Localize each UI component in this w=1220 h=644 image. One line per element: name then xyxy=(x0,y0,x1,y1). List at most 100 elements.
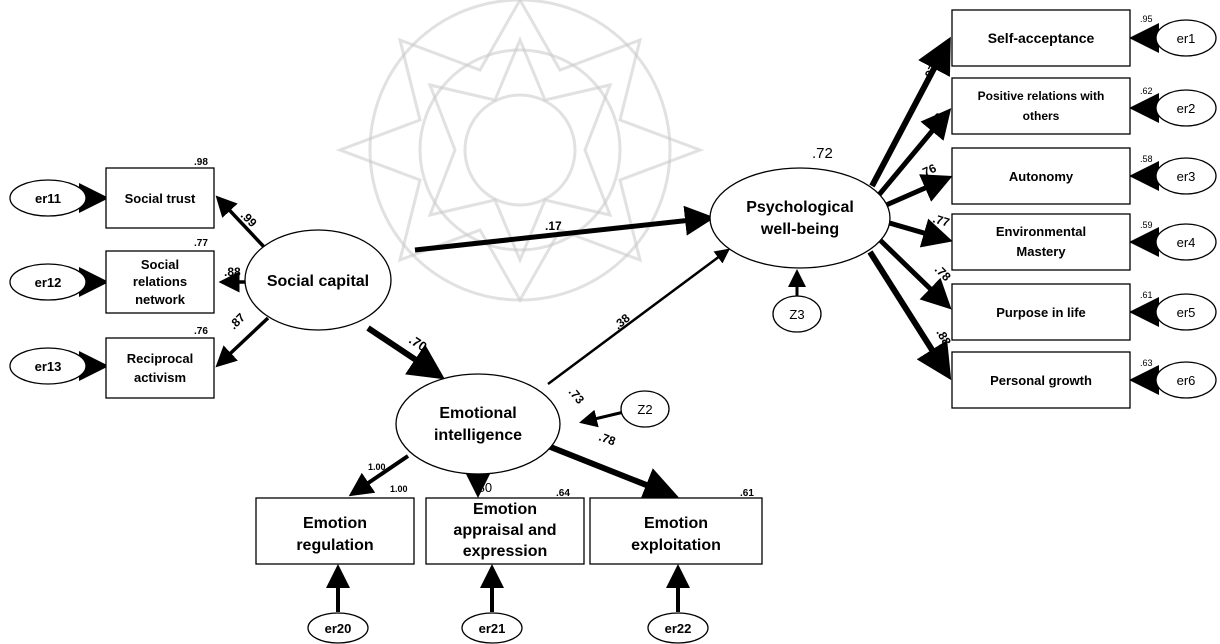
r2-appraisal: .64 xyxy=(556,488,570,499)
svg-text:er6: er6 xyxy=(1177,373,1196,388)
svg-text:Self-acceptance: Self-acceptance xyxy=(988,30,1095,46)
svg-text:er11: er11 xyxy=(35,191,61,206)
svg-text:er2: er2 xyxy=(1177,101,1196,116)
latent-emotional-intelligence: Emotional intelligence xyxy=(395,373,561,475)
coef-sc-to-ei: .70 xyxy=(406,332,429,354)
indicator-personal-growth: Personal growth xyxy=(951,351,1131,409)
ei-loadings xyxy=(348,443,680,502)
path-ei-to-regulation xyxy=(348,454,410,497)
path-sc-to-pwb xyxy=(414,205,715,253)
error-er20: er20 xyxy=(307,612,369,644)
indicator-emotion-regulation: Emotion regulation xyxy=(255,497,415,565)
disturbance-z2: Z2 xyxy=(620,390,670,428)
r2-social-trust: .98 xyxy=(194,157,208,168)
path-sc-to-ra xyxy=(215,316,270,368)
indicator-reciprocal-activism: Reciprocal activism xyxy=(105,337,215,399)
error-er1: er1 xyxy=(1155,19,1217,57)
error-er4: er4 xyxy=(1155,223,1217,261)
svg-text:well-being: well-being xyxy=(760,221,839,238)
indicator-social-relations-network: Social relations network xyxy=(105,250,215,314)
coef-ei-regulation: 1.00 xyxy=(368,462,386,472)
error-er11: er11 xyxy=(9,179,87,217)
path-ei-to-pwb xyxy=(547,248,731,386)
path-pwb-to-personal-growth xyxy=(867,250,952,381)
svg-text:Social capital: Social capital xyxy=(267,273,369,290)
r2-regulation: 1.00 xyxy=(390,484,408,494)
svg-text:network: network xyxy=(135,292,186,307)
coef-pwb-autonomy: .76 xyxy=(917,161,938,181)
indicator-purpose-in-life: Purpose in life xyxy=(951,283,1131,341)
error-er22: er22 xyxy=(647,612,709,644)
social-capital-loadings xyxy=(215,195,270,368)
indicator-autonomy: Autonomy xyxy=(951,147,1131,205)
svg-text:Social trust: Social trust xyxy=(125,191,196,206)
structural-paths xyxy=(366,205,731,386)
error-er2: er2 xyxy=(1155,89,1217,127)
svg-text:er1: er1 xyxy=(1177,31,1196,46)
error-er5: er5 xyxy=(1155,293,1217,331)
coef-sc-to-srn: .88 xyxy=(224,265,241,279)
svg-text:er4: er4 xyxy=(1177,235,1196,250)
r-squared-labels: .72 .73 .98 .77 .76 .95 .62 .58 .59 .61 … xyxy=(194,14,1153,499)
svg-text:Z3: Z3 xyxy=(789,307,804,322)
svg-text:er20: er20 xyxy=(325,621,352,636)
coef-pwb-positive-relations: .79 xyxy=(925,110,947,132)
disturbance-z3: Z3 xyxy=(772,295,822,333)
coef-sc-to-pwb: .17 xyxy=(545,219,562,233)
indicator-positive-relations: Positive relations with others xyxy=(951,77,1131,135)
svg-text:er3: er3 xyxy=(1177,169,1196,184)
svg-text:Reciprocal: Reciprocal xyxy=(127,351,193,366)
svg-text:Emotion: Emotion xyxy=(473,501,537,518)
r2-pwb: .72 xyxy=(812,145,833,162)
coef-pwb-env-mastery: .77 xyxy=(931,211,951,229)
r2-autonomy: .58 xyxy=(1140,154,1153,164)
coef-pwb-personal-growth: .88 xyxy=(933,327,954,349)
path-sc-to-ei xyxy=(366,325,445,380)
error-er12: er12 xyxy=(9,263,87,301)
error-arrows xyxy=(79,23,1159,612)
svg-text:er22: er22 xyxy=(665,621,692,636)
svg-text:intelligence: intelligence xyxy=(434,427,522,444)
svg-text:Emotion: Emotion xyxy=(644,515,708,532)
svg-text:activism: activism xyxy=(134,370,186,385)
indicator-social-trust: Social trust xyxy=(105,167,215,229)
path-pwb-to-env-mastery xyxy=(885,218,953,248)
indicator-emotion-appraisal: Emotion appraisal and expression xyxy=(425,497,585,565)
r2-exploitation: .61 xyxy=(740,488,754,499)
indicator-self-acceptance: Self-acceptance xyxy=(951,9,1131,67)
svg-text:regulation: regulation xyxy=(296,537,373,554)
r2-personal-growth: .63 xyxy=(1140,358,1153,368)
svg-text:relations: relations xyxy=(133,274,187,289)
path-pwb-to-positive-relations xyxy=(876,108,952,198)
svg-text:Social: Social xyxy=(141,257,179,272)
svg-text:Environmental: Environmental xyxy=(996,224,1086,239)
coef-ei-exploitation: .78 xyxy=(597,430,618,449)
svg-text:Psychological: Psychological xyxy=(746,199,854,216)
svg-text:Positive relations with: Positive relations with xyxy=(978,89,1105,103)
error-er21: er21 xyxy=(461,612,523,644)
svg-text:Purpose in life: Purpose in life xyxy=(996,305,1086,320)
latent-social-capital: Social capital xyxy=(244,229,392,331)
error-er6: er6 xyxy=(1155,361,1217,399)
svg-text:Emotional: Emotional xyxy=(439,405,516,422)
r2-self-acceptance: .95 xyxy=(1140,14,1153,24)
path-pwb-to-self-acceptance xyxy=(869,36,951,188)
path-ei-to-exploitation xyxy=(546,443,680,502)
r2-srn: .77 xyxy=(194,238,208,249)
svg-text:Emotion: Emotion xyxy=(303,515,367,532)
svg-text:er12: er12 xyxy=(35,275,62,290)
svg-text:er13: er13 xyxy=(35,359,62,374)
svg-text:exploitation: exploitation xyxy=(631,537,721,554)
path-sc-to-social-trust xyxy=(215,195,267,250)
svg-text:Autonomy: Autonomy xyxy=(1009,169,1074,184)
error-er3: er3 xyxy=(1155,157,1217,195)
coef-pwb-purpose: .78 xyxy=(932,262,954,284)
indicator-emotion-exploitation: Emotion exploitation xyxy=(589,497,763,565)
coef-sc-to-ra: .87 xyxy=(226,310,248,332)
pwb-loadings xyxy=(867,36,953,381)
svg-text:er21: er21 xyxy=(479,621,506,636)
r2-positive-relations: .62 xyxy=(1140,86,1153,96)
svg-text:er5: er5 xyxy=(1177,305,1196,320)
svg-text:Mastery: Mastery xyxy=(1016,244,1066,259)
